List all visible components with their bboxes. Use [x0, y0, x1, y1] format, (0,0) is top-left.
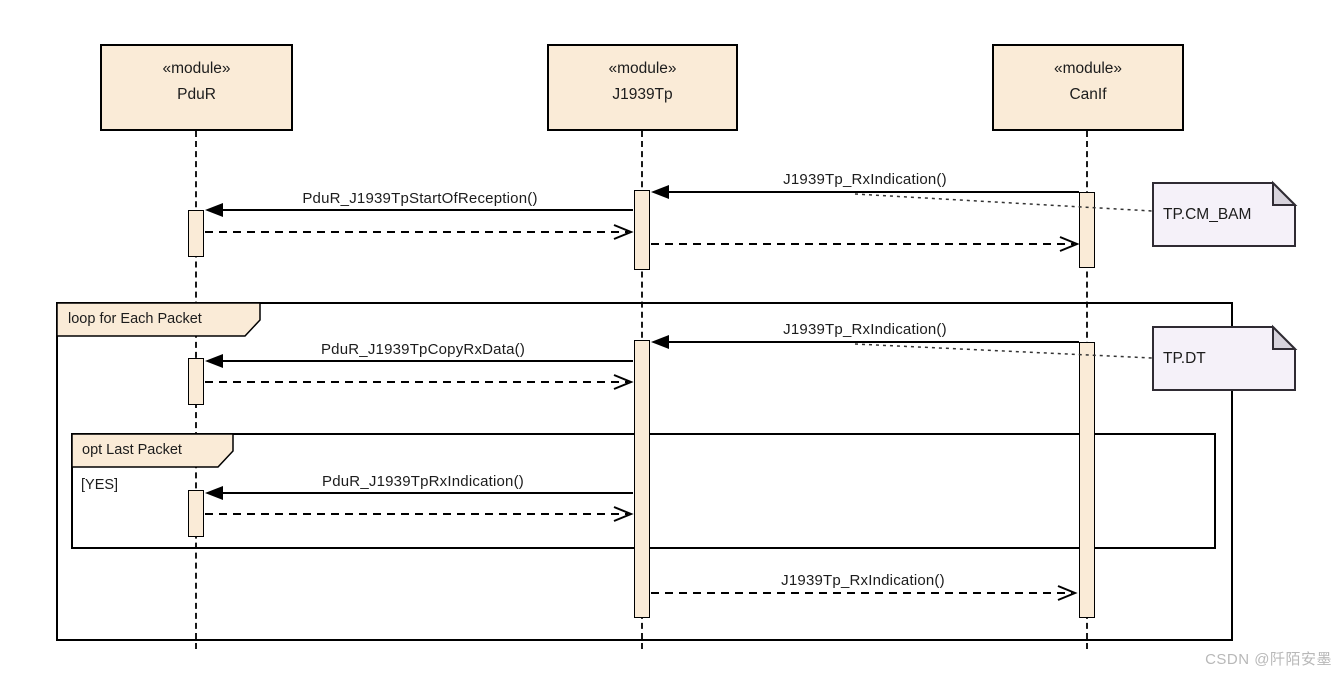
- activation-canif-2: [1079, 342, 1095, 618]
- message-label-copy-rx-data: PduR_J1939TpCopyRxData(): [320, 341, 526, 358]
- message-return-start-of-reception: [205, 224, 634, 240]
- message-arrow-rx-indication-1: [651, 185, 1079, 199]
- message-arrow-rx-indication-pdur: [205, 486, 633, 500]
- activation-pdur-3: [188, 490, 204, 537]
- loop-operator-tab: [56, 302, 261, 337]
- message-return-rx-indication-pdur: [205, 506, 634, 522]
- participant-name: PduR: [177, 86, 216, 103]
- message-label-start-of-reception: PduR_J1939TpStartOfReception(): [302, 190, 538, 207]
- activation-canif-1: [1079, 192, 1095, 268]
- opt-fragment-label: opt Last Packet: [82, 442, 182, 458]
- message-label-rx-indication-2: J1939Tp_RxIndication(): [783, 321, 947, 338]
- activation-j1939tp-2: [634, 340, 650, 618]
- opt-guard-condition: [YES]: [81, 477, 119, 493]
- participant-name: CanIf: [1069, 86, 1107, 103]
- participant-pdur: «module» PduR: [100, 44, 293, 131]
- participant-name: J1939Tp: [612, 86, 673, 103]
- message-arrow-rx-indication-2: [651, 335, 1079, 349]
- message-arrow-start-of-reception: [205, 203, 633, 217]
- opt-operator-tab: [71, 433, 234, 468]
- loop-frame-border: [56, 302, 1233, 641]
- activation-pdur-2: [188, 358, 204, 405]
- activation-pdur-1: [188, 210, 204, 257]
- participant-canif: «module» CanIf: [992, 44, 1184, 131]
- participant-j1939tp: «module» J1939Tp: [547, 44, 738, 131]
- activation-j1939tp-1: [634, 190, 650, 270]
- message-return-rx-indication-1: [651, 236, 1080, 252]
- note-shape-dt: [1152, 324, 1298, 391]
- note-text-dt: TP.DT: [1163, 350, 1206, 367]
- note-connector-cm-bam: [854, 193, 1153, 212]
- note-connector-dt: [854, 343, 1153, 359]
- note-shape-cm-bam: [1152, 180, 1298, 247]
- participant-stereotype: «module»: [162, 60, 231, 77]
- note-text-cm-bam: TP.CM_BAM: [1163, 206, 1252, 223]
- message-return-copy-rx-data: [205, 374, 634, 390]
- message-arrow-rx-indication-return: [651, 585, 1078, 601]
- message-label-rx-indication-pdur: PduR_J1939TpRxIndication(): [322, 473, 524, 490]
- participant-stereotype: «module»: [1053, 60, 1123, 77]
- watermark: CSDN @阡陌安墨: [1205, 651, 1332, 668]
- message-label-rx-indication-return: J1939Tp_RxIndication(): [781, 572, 945, 589]
- participant-stereotype: «module»: [608, 60, 677, 77]
- message-arrow-copy-rx-data: [205, 354, 633, 368]
- loop-fragment-label: loop for Each Packet: [68, 311, 202, 327]
- message-label-rx-indication-1: J1939Tp_RxIndication(): [783, 171, 947, 188]
